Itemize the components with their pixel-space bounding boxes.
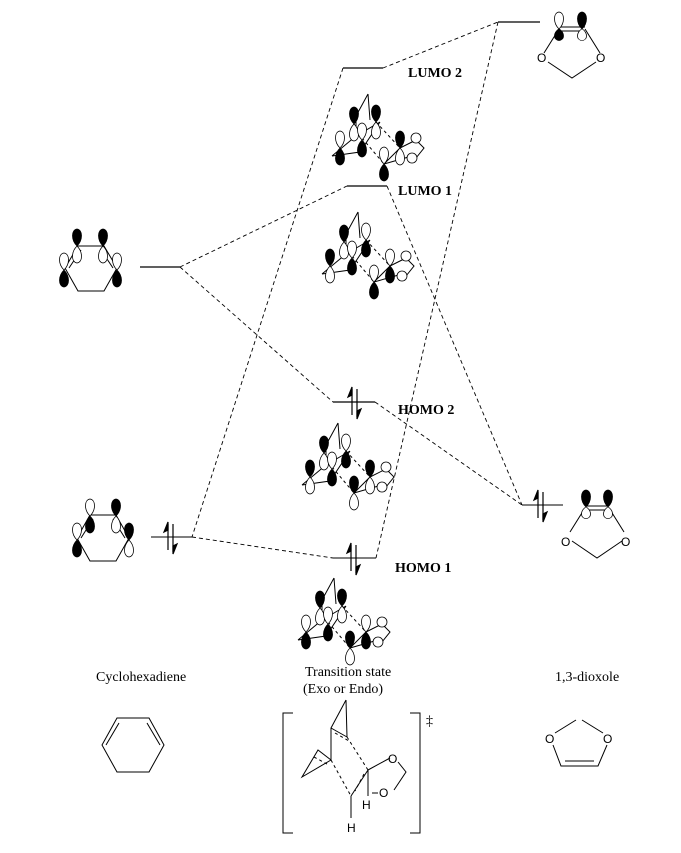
corr-dioxole-lumo-homo1: [375, 21, 499, 559]
caption-cyclohexadiene: Cyclohexadiene: [96, 670, 186, 685]
cyclohexadiene-structure: [101, 717, 165, 773]
electron-pair-dioxole-homo: [532, 489, 549, 523]
svg-text:H: H: [347, 821, 356, 835]
right-bracket: [410, 712, 421, 834]
caption-dioxole: 1,3-dioxole: [555, 670, 619, 685]
double-dagger: ‡: [426, 714, 433, 729]
svg-text:H: H: [362, 798, 371, 812]
dioxole-structure: O O: [545, 719, 612, 767]
cyclohexadiene-homo-orbital: [72, 498, 134, 562]
svg-text:O: O: [603, 732, 612, 746]
correlation-lines: [179, 21, 523, 559]
svg-text:O: O: [545, 732, 554, 746]
ts-lumo2-orbital: [331, 93, 425, 182]
left-bracket: [282, 712, 293, 834]
lumo2-label: LUMO 2: [408, 66, 462, 81]
lumo1-label: LUMO 1: [398, 184, 452, 199]
svg-text:O: O: [561, 535, 570, 549]
svg-text:O: O: [388, 752, 397, 766]
dioxole-homo-orbital: O O: [561, 489, 630, 559]
caption-ts-line1: Transition state: [305, 665, 391, 680]
corr-lumo2-dioxole-lumo: [382, 21, 499, 69]
svg-text:O: O: [379, 786, 388, 800]
corr-chd-lumo-homo2: [179, 266, 334, 403]
ts-lumo1-orbital: [321, 211, 415, 300]
corr-lumo1-dioxole-homo: [386, 185, 523, 506]
corr-chd-lumo-lumo1: [179, 185, 348, 268]
corr-chd-homo-homo1: [191, 536, 334, 559]
electron-pair-chd-homo: [162, 521, 179, 555]
homo1-label: HOMO 1: [395, 561, 451, 576]
ts-homo2-orbital: [301, 422, 395, 511]
ts-homo1-orbital: [297, 577, 391, 666]
svg-text:O: O: [537, 51, 546, 65]
electron-pair-ts-homo1: [345, 542, 362, 576]
svg-text:O: O: [621, 535, 630, 549]
ts-structure: ‡ O O H H: [282, 699, 433, 835]
cyclohexadiene-lumo-orbital: [59, 228, 122, 292]
corr-homo2-dioxole-homo: [374, 401, 523, 506]
corr-lumo2-chd-homo: [191, 67, 344, 538]
electron-pair-ts-homo2: [346, 386, 363, 420]
dioxole-lumo-orbital: O O: [537, 11, 605, 79]
caption-ts-line2: (Exo or Endo): [303, 682, 383, 697]
svg-text:O: O: [596, 51, 605, 65]
homo2-label: HOMO 2: [398, 403, 454, 418]
